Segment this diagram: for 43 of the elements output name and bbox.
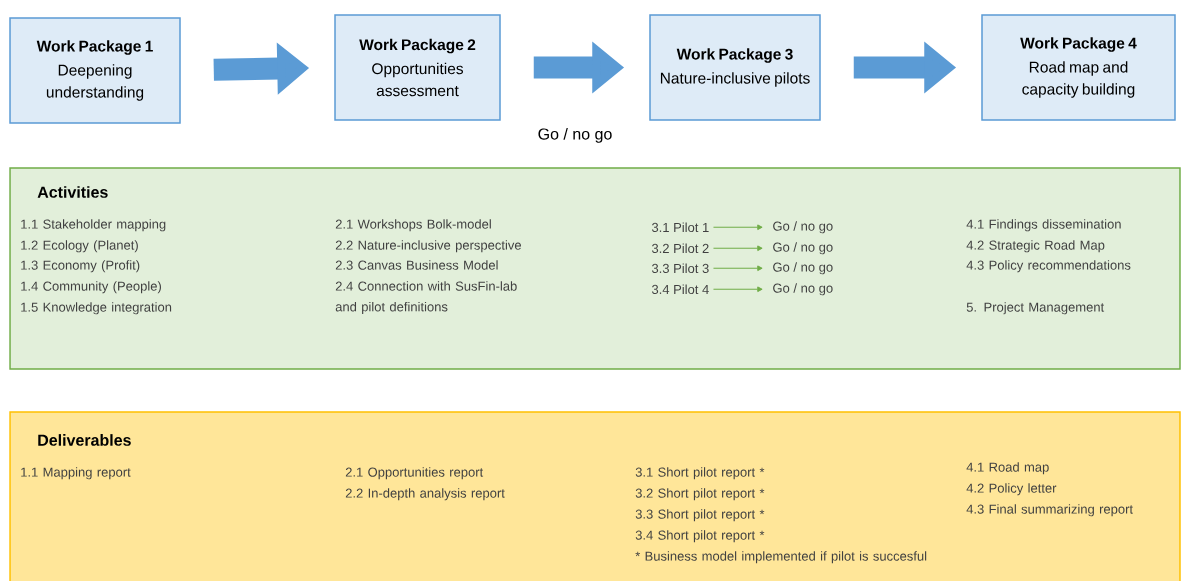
list-item: 3.1 Short pilot report *	[635, 467, 765, 480]
list-item: 3.3 Short pilot report *	[635, 509, 765, 522]
list-item: Go / no go	[773, 242, 833, 255]
work-package-box: Work Package 1 Deepening understanding	[9, 17, 181, 124]
list-item: 2.2 Nature-inclusive perspective	[335, 240, 521, 253]
work-package-box: Work Package 2 Opportunities assessment	[334, 14, 501, 121]
list-item: 3.2 Pilot 2	[651, 243, 709, 253]
list-item: 1.2 Ecology (Planet)	[21, 240, 138, 253]
list-item: 3.4 Short pilot report *	[635, 530, 765, 543]
list-item: 4.1 Findings dissemination	[966, 219, 1121, 232]
work-package-box: Work Package 3 Nature-inclusive pilots	[649, 14, 821, 121]
arrow	[712, 286, 763, 293]
list-item: Go / no go	[773, 262, 833, 275]
list-item: 4.1 Road map	[966, 462, 1049, 475]
list-item: 3.2 Short pilot report *	[635, 488, 765, 501]
list-item: * Business model implemented if pilot is succesful	[635, 551, 927, 564]
list-item: 4.3 Final summarizing report	[966, 504, 1133, 517]
list-item: 2.1 Opportunities report	[345, 467, 484, 480]
list-item: 2.2 In-depth analysis report	[345, 488, 505, 501]
list-item: 3.3 Pilot 3	[651, 263, 709, 273]
list-item: 4.2 Policy letter	[966, 483, 1057, 496]
list-item: 2.1 Workshops Bolk-model	[335, 219, 491, 232]
list-item: 2.4 Connection with SusFin-lab and pilot definitions	[335, 281, 517, 314]
arrow	[712, 224, 763, 231]
arrow	[712, 245, 763, 252]
list-item: 5. Project Management	[966, 302, 1105, 315]
list-item: 1.4 Community (People)	[21, 281, 161, 294]
list-item: 1.3 Economy (Profit)	[21, 260, 140, 273]
list-item: 3.1 Pilot 1	[651, 222, 709, 232]
list-item: 1.1 Mapping report	[21, 467, 131, 480]
list-item: Go / no go	[773, 283, 833, 296]
work-package-box: Work Package 4 Road map and capacity building	[981, 14, 1176, 121]
edge-label: Go / no go	[536, 126, 614, 144]
arrow	[712, 265, 763, 272]
list-item: 1.5 Knowledge integration	[21, 302, 172, 315]
panel-heading: Deliverables	[38, 434, 131, 446]
list-item: Go / no go	[773, 221, 833, 234]
list-item: 3.4 Pilot 4	[651, 284, 709, 294]
list-item: 4.3 Policy recommendations	[966, 260, 1131, 273]
panel-heading: Activities	[37, 186, 108, 198]
list-item: 2.3 Canvas Business Model	[335, 260, 498, 270]
list-item: 4.2 Strategic Road Map	[966, 240, 1105, 253]
list-item: 1.1 Stakeholder mapping	[21, 219, 166, 232]
